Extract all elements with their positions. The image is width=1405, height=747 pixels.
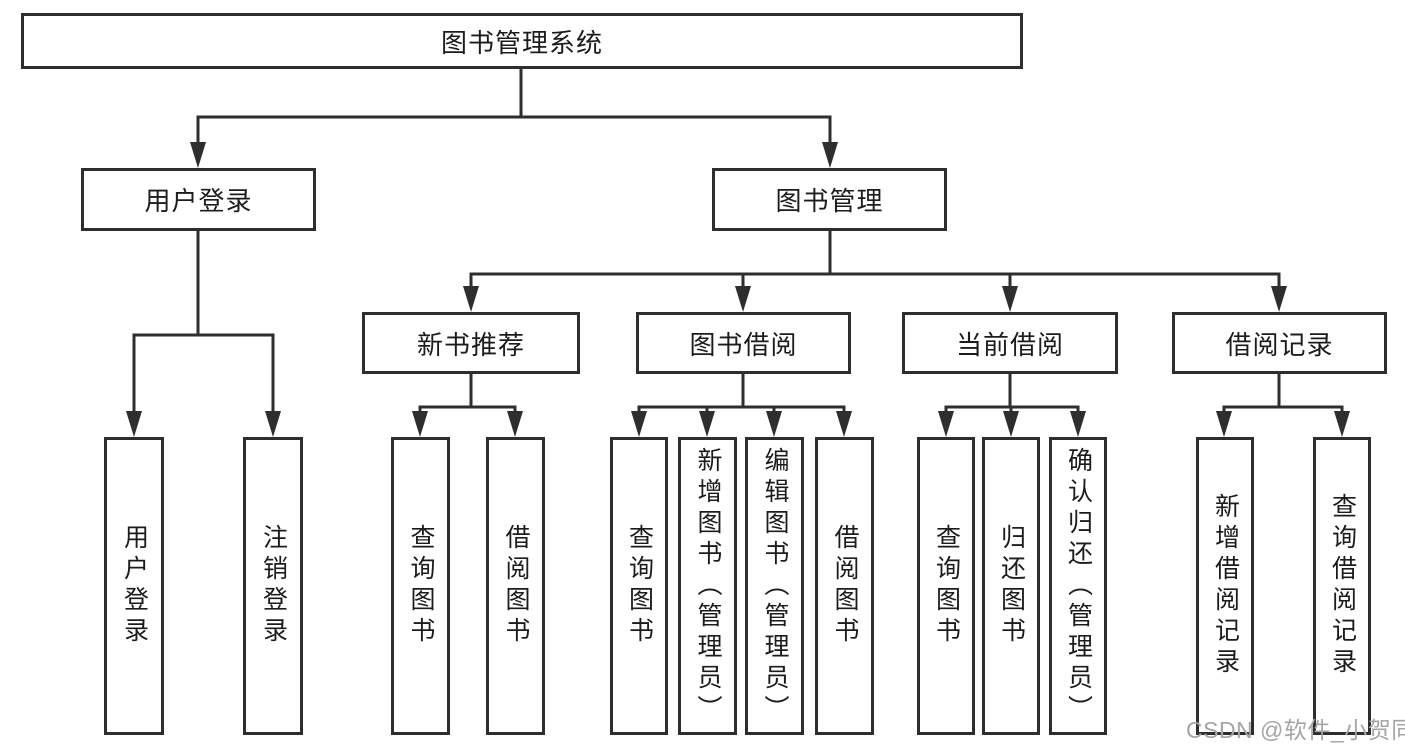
node-book-management-label: 图书管理 (775, 186, 884, 216)
leaf-br-query-record: 查询借阅记录 (1313, 437, 1371, 735)
arrow-down-icon (766, 411, 782, 437)
connector-borrow-record-to-leaves (1222, 374, 1344, 412)
node-new-book-recommend-label: 新书推荐 (416, 329, 525, 360)
leaf-br-query-record-label: 查询借阅记录 (1328, 493, 1357, 679)
arrow-down-icon (822, 142, 838, 168)
leaf-logout-label: 注销登录 (259, 524, 288, 648)
leaf-bb-add-books-admin-label: 新增图书（管理员） (694, 446, 722, 726)
node-root: 图书管理系统 (21, 13, 1023, 69)
arrow-down-icon (1003, 411, 1019, 437)
leaf-br-add-record-label: 新增借阅记录 (1211, 493, 1240, 679)
arrow-down-icon (126, 411, 142, 437)
leaf-user-login: 用户登录 (104, 437, 164, 735)
arrow-down-icon (463, 286, 479, 312)
node-user-login-label: 用户登录 (144, 186, 253, 216)
connector-new-book-rec-to-leaves (418, 374, 517, 412)
leaf-nbr-query-books-label: 查询图书 (407, 524, 435, 648)
node-user-login: 用户登录 (81, 168, 316, 231)
arrow-down-icon (1216, 411, 1232, 437)
leaf-nbr-query-books: 查询图书 (391, 437, 450, 735)
leaf-nbr-borrow-books-label: 借阅图书 (502, 524, 530, 648)
connector-book-borrow-to-leaves (637, 374, 846, 412)
node-root-label: 图书管理系统 (440, 27, 603, 58)
node-current-borrowing: 当前借阅 (902, 312, 1118, 374)
arrow-down-icon (412, 411, 428, 437)
leaf-bb-edit-books-admin: 编辑图书（管理员） (745, 437, 804, 735)
leaf-bb-query-books: 查询图书 (610, 437, 668, 735)
arrow-down-icon (507, 411, 523, 437)
node-current-borrowing-label: 当前借阅 (955, 329, 1064, 360)
leaf-cb-return-books-label: 归还图书 (997, 524, 1026, 648)
node-book-management: 图书管理 (712, 168, 947, 231)
leaf-br-add-record: 新增借阅记录 (1196, 437, 1254, 735)
arrow-down-icon (1271, 286, 1287, 312)
arrow-down-icon (190, 142, 206, 168)
leaf-bb-borrow-books-label: 借阅图书 (831, 524, 859, 648)
node-book-borrowing: 图书借阅 (636, 312, 851, 374)
arrow-down-icon (631, 411, 647, 437)
node-book-borrowing-label: 图书借阅 (689, 329, 798, 360)
connector-current-borrow-to-leaves (944, 374, 1080, 412)
node-borrow-records-label: 借阅记录 (1225, 329, 1334, 360)
connector-root-to-level2 (196, 67, 832, 143)
arrow-down-icon (938, 411, 954, 437)
leaf-cb-query-books: 查询图书 (917, 437, 975, 735)
leaf-bb-add-books-admin: 新增图书（管理员） (678, 437, 737, 735)
leaf-cb-query-books-label: 查询图书 (932, 524, 961, 648)
leaf-cb-return-books: 归还图书 (982, 437, 1040, 735)
leaf-bb-borrow-books: 借阅图书 (815, 437, 874, 735)
leaf-user-login-label: 用户登录 (120, 524, 149, 648)
leaf-bb-query-books-label: 查询图书 (625, 524, 654, 648)
leaf-bb-edit-books-admin-label: 编辑图书（管理员） (761, 446, 789, 726)
leaf-cb-confirm-return-admin-label: 确认归还（管理员） (1064, 446, 1093, 726)
leaf-logout: 注销登录 (243, 437, 303, 735)
arrowheads (126, 142, 1350, 437)
arrow-down-icon (265, 411, 281, 437)
arrow-down-icon (836, 411, 852, 437)
arrow-down-icon (735, 286, 751, 312)
node-new-book-recommend: 新书推荐 (362, 312, 580, 374)
connector-book-mgmt-to-level3 (469, 231, 1281, 287)
csdn-watermark: CSDN @软件_小贺同学 (1186, 717, 1405, 743)
arrow-down-icon (1002, 286, 1018, 312)
connector-user-login-to-leaves (132, 231, 275, 412)
node-borrow-records: 借阅记录 (1172, 312, 1387, 374)
arrow-down-icon (1334, 411, 1350, 437)
leaf-nbr-borrow-books: 借阅图书 (486, 437, 545, 735)
arrow-down-icon (1070, 411, 1086, 437)
leaf-cb-confirm-return-admin: 确认归还（管理员） (1049, 437, 1107, 735)
arrow-down-icon (699, 411, 715, 437)
